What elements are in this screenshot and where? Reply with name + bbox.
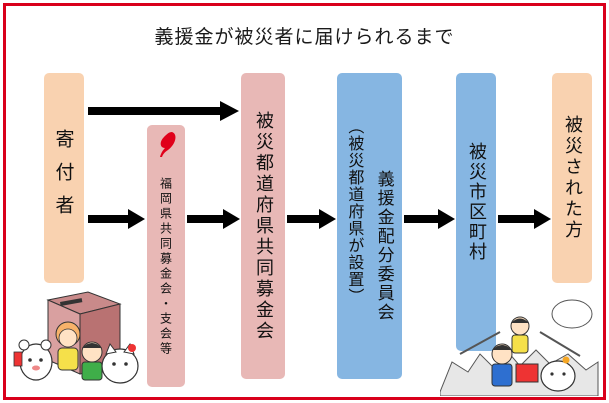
community-chest-label: 福岡県共同募金会・支会等 bbox=[158, 177, 173, 357]
arrow-community-chest-to-prefecture bbox=[187, 209, 240, 229]
prefecture-chest-label: 被災都道府県共同募金会 bbox=[253, 110, 274, 342]
donor-characters-illustration bbox=[13, 291, 139, 384]
municipality-box: 被災市区町村 bbox=[456, 73, 496, 351]
arrow-municipality-to-victims bbox=[498, 209, 551, 229]
diagram-frame bbox=[3, 3, 606, 400]
victims-box: 被災された方 bbox=[552, 73, 592, 283]
committee-main-label: 義援金配分委員会 bbox=[373, 170, 394, 322]
arrow-committee-to-municipality bbox=[404, 209, 455, 229]
distribution-committee-box: （被災都道府県が設置） 義援金配分委員会 bbox=[337, 73, 402, 379]
municipality-label: 被災市区町村 bbox=[466, 142, 487, 262]
victims-label: 被災された方 bbox=[562, 115, 583, 241]
disaster-victims-illustration bbox=[440, 299, 599, 396]
prefecture-chest-box: 被災都道府県共同募金会 bbox=[241, 73, 285, 379]
committee-sub-label: （被災都道府県が設置） bbox=[345, 117, 365, 305]
donors-box: 寄付者 bbox=[44, 73, 84, 283]
red-feather-icon bbox=[160, 132, 176, 157]
arrow-donors-to-prefecture bbox=[88, 101, 239, 121]
arrow-donors-to-community-chest bbox=[88, 209, 145, 229]
diagram-title: 義援金が被災者に届けられるまで bbox=[154, 26, 455, 48]
donors-label: 寄付者 bbox=[52, 128, 75, 228]
community-chest-box: 福岡県共同募金会・支会等 bbox=[147, 125, 185, 387]
arrow-prefecture-to-committee bbox=[287, 209, 336, 229]
